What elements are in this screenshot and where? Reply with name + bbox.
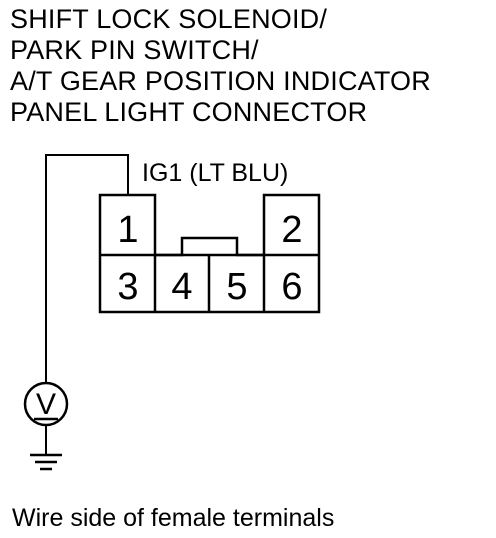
- terminal-2: 2: [281, 209, 302, 251]
- title-line-3: A/T GEAR POSITION INDICATOR: [10, 66, 431, 96]
- title-line-1: SHIFT LOCK SOLENOID/: [10, 4, 328, 34]
- terminal-4: 4: [171, 266, 192, 308]
- diagram-title: SHIFT LOCK SOLENOID/ PARK PIN SWITCH/ A/…: [10, 4, 431, 128]
- voltmeter-symbol: V: [36, 388, 56, 421]
- voltmeter-icon: V: [23, 381, 69, 427]
- wire-label: IG1 (LT BLU): [142, 159, 288, 187]
- test-lead-wire: [45, 154, 129, 383]
- ground-icon: [30, 453, 62, 471]
- title-line-4: PANEL LIGHT CONNECTOR: [10, 97, 368, 127]
- title-line-2: PARK PIN SWITCH/: [10, 35, 259, 65]
- terminal-5: 5: [226, 266, 247, 308]
- terminal-3: 3: [117, 266, 138, 308]
- terminal-6: 6: [281, 266, 302, 308]
- diagram-caption: Wire side of female terminals: [12, 504, 335, 532]
- terminal-1: 1: [117, 209, 138, 251]
